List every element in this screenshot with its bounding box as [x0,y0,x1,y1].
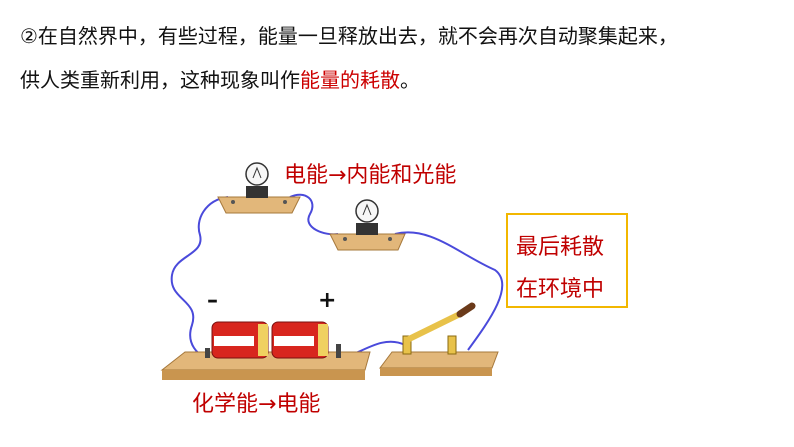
line2-prefix: 供人类重新利用，这种现象叫作 [20,68,300,92]
chemical-energy-label: 化学能→电能 [192,392,321,417]
energy-dissipation-term: 能量的耗散 [300,68,400,92]
light-bulb-1 [217,162,301,214]
battery-terminal-left [205,348,210,358]
knife-switch [379,302,499,376]
light-bulb-2 [329,199,406,251]
battery-right [271,321,329,359]
battery-terminal-right [336,344,341,358]
paragraph-line-1: ②在自然界中，有些过程，能量一旦释放出去，就不会再次自动聚集起来， [20,24,678,48]
minus-sign: – [207,288,218,313]
env-line-2: 在环境中 [516,277,605,302]
paragraph-line-2: 供人类重新利用，这种现象叫作能量的耗散。 [20,64,420,93]
wire-bulb1-left [170,196,229,359]
env-line-1: 最后耗散 [516,235,605,260]
environment-dissipation-box: 最后耗散 在环境中 [506,213,628,308]
wire-bulb2-switch [394,231,504,351]
wire-bulb1-bulb2 [289,193,339,236]
line2-suffix: 。 [400,68,420,92]
plus-sign: + [318,288,337,313]
bulb-energy-label: 电能→内能和光能 [284,163,457,188]
battery-left [211,321,269,359]
